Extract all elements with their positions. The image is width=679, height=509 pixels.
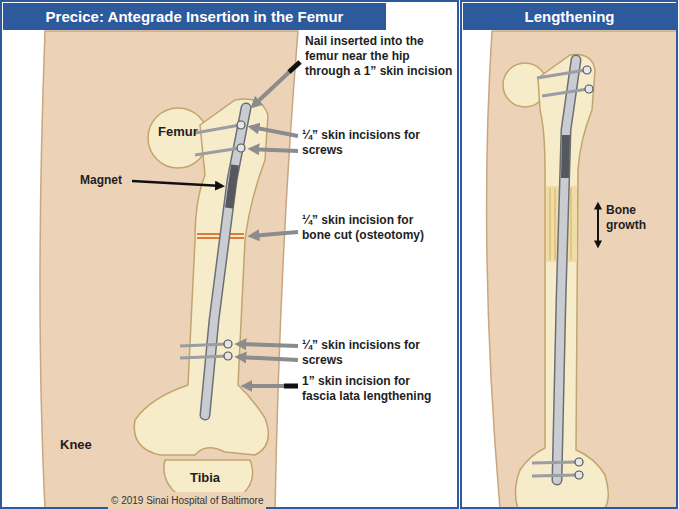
- leader-bar: [284, 384, 298, 389]
- callout-label: Magnet: [80, 173, 122, 188]
- leader-arrow: [244, 384, 298, 388]
- leader-arrow: [238, 344, 298, 346]
- header-text: Lengthening: [525, 8, 615, 25]
- nail-outline: [205, 108, 246, 415]
- screw-head: [575, 471, 583, 479]
- magnet: [229, 165, 235, 208]
- magnet: [565, 135, 566, 178]
- callout-label: Tibia: [190, 470, 220, 485]
- screw-head: [575, 458, 583, 466]
- femur-head: [148, 108, 208, 168]
- header-band: Precice: Antegrade Insertion in the Femu…: [3, 3, 386, 30]
- screw-head: [224, 340, 232, 348]
- femur-bone: [134, 99, 268, 455]
- header-text: Precice: Antegrade Insertion in the Femu…: [46, 8, 344, 25]
- magnet-arrow: [132, 181, 222, 186]
- screw-head: [237, 144, 245, 152]
- screw: [537, 70, 586, 78]
- leader-arrow: [253, 62, 300, 106]
- screw-head: [583, 66, 591, 74]
- callout-label: ¼” skin incision for bone cut (osteotomy…: [302, 213, 432, 243]
- screw-head: [237, 121, 245, 129]
- screw: [180, 344, 228, 346]
- screw: [542, 89, 588, 96]
- copyright-note: © 2019 Sinai Hospital of Baltimore: [108, 492, 266, 509]
- callout-label: ¼” skin incisions for screws: [302, 128, 427, 158]
- leader-arrow: [251, 232, 298, 236]
- leader-bar: [289, 62, 300, 72]
- panel-frame: [1, 1, 458, 508]
- screw: [195, 125, 240, 133]
- header-band: Lengthening: [463, 3, 676, 30]
- leader-arrow: [251, 127, 298, 136]
- callout-label: Knee: [60, 437, 92, 452]
- leader-arrow: [251, 149, 298, 151]
- leader-arrow: [238, 357, 298, 360]
- thigh-skin: [487, 31, 677, 509]
- nail: [557, 60, 576, 480]
- screw: [195, 148, 240, 155]
- nail-outline: [557, 60, 576, 480]
- nail: [205, 108, 246, 415]
- callout-label: ¼” skin incisions for screws: [302, 338, 427, 368]
- callout-label: Femur: [158, 124, 198, 139]
- screw-head: [585, 85, 593, 93]
- callout-label: Nail inserted into the femur near the hi…: [305, 34, 453, 79]
- screw: [532, 475, 578, 476]
- screw: [532, 462, 578, 463]
- callout-label: 1” skin incision for fascia lata lengthe…: [302, 374, 432, 404]
- femur-bone: [515, 55, 608, 509]
- growth-arrow: [597, 204, 599, 246]
- panel-frame: [461, 1, 677, 508]
- callout-label: Bone growth: [606, 203, 668, 233]
- screw-head: [224, 352, 232, 360]
- screw: [180, 356, 228, 358]
